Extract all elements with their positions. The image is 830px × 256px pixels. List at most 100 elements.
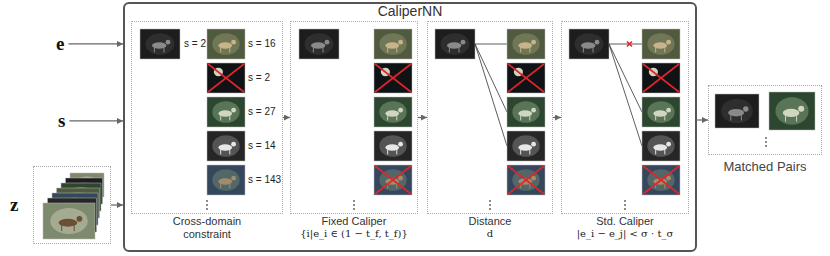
animal-head — [325, 40, 330, 45]
animal-leg — [449, 47, 450, 52]
cross-stroke — [508, 64, 544, 92]
camera-trap-photo — [507, 29, 545, 59]
illustration — [299, 29, 412, 210]
animal-leg — [396, 47, 397, 52]
photo-light — [721, 99, 753, 123]
photo-frame — [374, 165, 412, 195]
score-label: s = 2 — [248, 72, 270, 84]
animal-head — [398, 108, 403, 113]
ellipsis-dot — [624, 204, 626, 206]
camera-trap-photo — [642, 63, 680, 93]
illustration — [715, 92, 815, 147]
animal-leg — [593, 47, 594, 52]
animal-leg — [583, 47, 584, 52]
camera-trap-photo — [507, 165, 545, 195]
animal-leg — [387, 115, 388, 120]
module-box: CaliperNNCross-domain constraintFixed Ca… — [123, 2, 697, 252]
distance-line — [475, 44, 507, 146]
cross-stroke — [508, 166, 544, 194]
score-label: s = 2 — [184, 38, 206, 50]
photo-light — [512, 101, 539, 123]
animal-head — [666, 142, 671, 147]
illustration — [140, 29, 245, 210]
step-caption: Distance — [469, 215, 512, 228]
photo-frame — [569, 29, 609, 59]
animal-leg — [229, 183, 230, 188]
ellipsis-dot — [206, 200, 208, 202]
ellipsis-dot — [489, 204, 491, 206]
animal-head — [531, 142, 536, 147]
ellipsis-dot — [353, 208, 355, 210]
cross-stroke — [508, 64, 544, 92]
cross-stroke — [375, 64, 411, 92]
cross-stroke — [508, 166, 544, 194]
camera-trap-photo — [642, 131, 680, 161]
animal-leg — [785, 115, 786, 122]
reject-cross — [375, 64, 411, 92]
photo-frame — [507, 63, 545, 93]
photo-frame — [299, 29, 339, 59]
cross-stroke — [375, 166, 411, 194]
score-label: s = 16 — [248, 38, 276, 50]
connector-arrow — [553, 117, 561, 118]
reject-cross — [208, 64, 244, 92]
animal-head — [461, 40, 466, 45]
animal-head — [666, 176, 671, 181]
animal-head — [398, 142, 403, 147]
animal-leg — [664, 47, 665, 52]
animal-head — [666, 108, 671, 113]
output-box: Matched Pairs — [708, 85, 822, 155]
photo-light — [647, 101, 674, 123]
photo-light — [212, 135, 239, 157]
reject-cross — [643, 166, 679, 194]
step-panel: Cross-domain constraint — [131, 21, 283, 214]
animal-leg — [61, 225, 62, 231]
variable-name: e — [56, 33, 64, 55]
reject-cross — [627, 42, 632, 47]
photo-frame — [374, 131, 412, 161]
input-variable: e — [56, 33, 64, 55]
animal-leg — [396, 115, 397, 120]
animal-leg — [655, 149, 656, 154]
ellipsis-dot — [353, 204, 355, 206]
photo-light — [305, 33, 334, 55]
distance-line — [609, 44, 642, 112]
animal-leg — [529, 47, 530, 52]
photo-light — [379, 33, 406, 55]
step-panel: Fixed Caliper{i|e_i ∈ (1 − t_f, t_f)} — [290, 21, 418, 214]
step-panel: Distanced — [427, 21, 553, 214]
animal-head — [231, 142, 236, 147]
photo-light — [575, 33, 604, 55]
photo-light — [146, 33, 175, 55]
animal-head — [595, 40, 600, 45]
animal-leg — [655, 47, 656, 52]
animal-leg — [459, 47, 460, 52]
photo-light — [379, 101, 406, 123]
illustration-layer — [709, 86, 821, 154]
camera-trap-photo — [642, 29, 680, 59]
formula: |e_i − e_j| < σ · t_σ — [577, 228, 674, 240]
connector-arrow — [283, 117, 290, 118]
output-caption: Matched Pairs — [723, 160, 806, 175]
ellipsis-dot — [765, 137, 767, 139]
animal-head — [531, 108, 536, 113]
camera-trap-photo — [374, 165, 412, 195]
cross-stroke — [643, 64, 679, 92]
score-label: s = 14 — [248, 140, 276, 152]
camera-trap-photo — [715, 94, 759, 128]
animal-head — [398, 40, 403, 45]
animal-leg — [220, 47, 221, 52]
photo-light — [775, 97, 808, 124]
illustration — [569, 29, 680, 210]
animal-head — [231, 176, 236, 181]
cross-stroke — [208, 64, 244, 92]
photo-frame — [642, 97, 680, 127]
photo-frame — [715, 94, 759, 128]
cross-stroke — [643, 166, 679, 194]
step-caption: Std. Caliper — [596, 215, 653, 228]
cross-stroke — [643, 64, 679, 92]
photo-light — [647, 33, 674, 55]
ellipsis-dot — [624, 208, 626, 210]
photo-light — [512, 135, 539, 157]
illustration-layer — [562, 22, 688, 213]
